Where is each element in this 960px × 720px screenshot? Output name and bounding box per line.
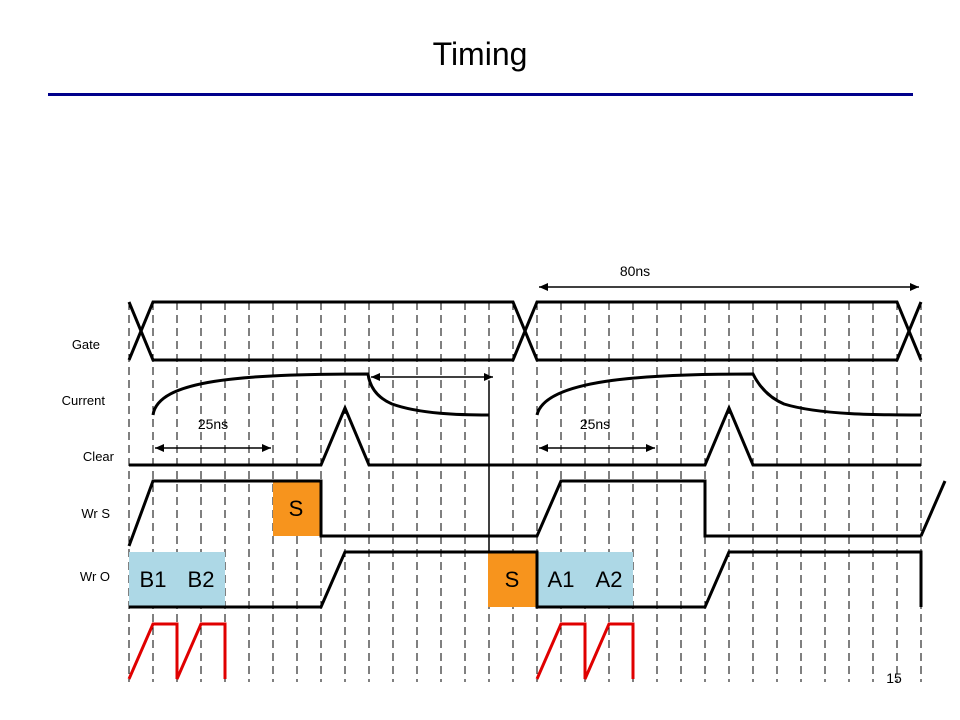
ramp-waveform-left (127, 622, 227, 680)
wro-waveform (129, 550, 923, 609)
page-title: Timing (432, 36, 528, 72)
wro-s-label: S (505, 567, 520, 592)
wrs-waveform (127, 479, 947, 547)
wro-b2-label: B2 (188, 567, 215, 592)
wrs-s-label: S (289, 496, 304, 521)
wro-b1-label: B1 (140, 567, 167, 592)
wro-shaded-region-right (537, 552, 633, 607)
wro-shaded-region-left (129, 552, 225, 607)
wro-a2-label: A2 (596, 567, 623, 592)
current-waveform (151, 372, 922, 417)
signal-label-wrs: Wr S (81, 506, 110, 521)
signal-label-wro: Wr O (80, 569, 110, 584)
gate-waveform (127, 300, 923, 362)
ramp-waveform-right (535, 622, 635, 680)
signal-label-gate: Gate (72, 337, 100, 352)
page-number: 15 (886, 670, 902, 686)
wrs-s-box (273, 481, 320, 536)
title-underline (48, 93, 913, 96)
pulse-left-label: 25ns (198, 416, 228, 432)
signal-label-current: Current (62, 393, 106, 408)
pulse-right-label: 25ns (580, 416, 610, 432)
clear-waveform (129, 404, 921, 467)
wro-a1-label: A1 (548, 567, 575, 592)
signal-label-clear: Clear (83, 449, 115, 464)
period-label: 80ns (620, 263, 650, 279)
wro-s-box (488, 552, 537, 607)
